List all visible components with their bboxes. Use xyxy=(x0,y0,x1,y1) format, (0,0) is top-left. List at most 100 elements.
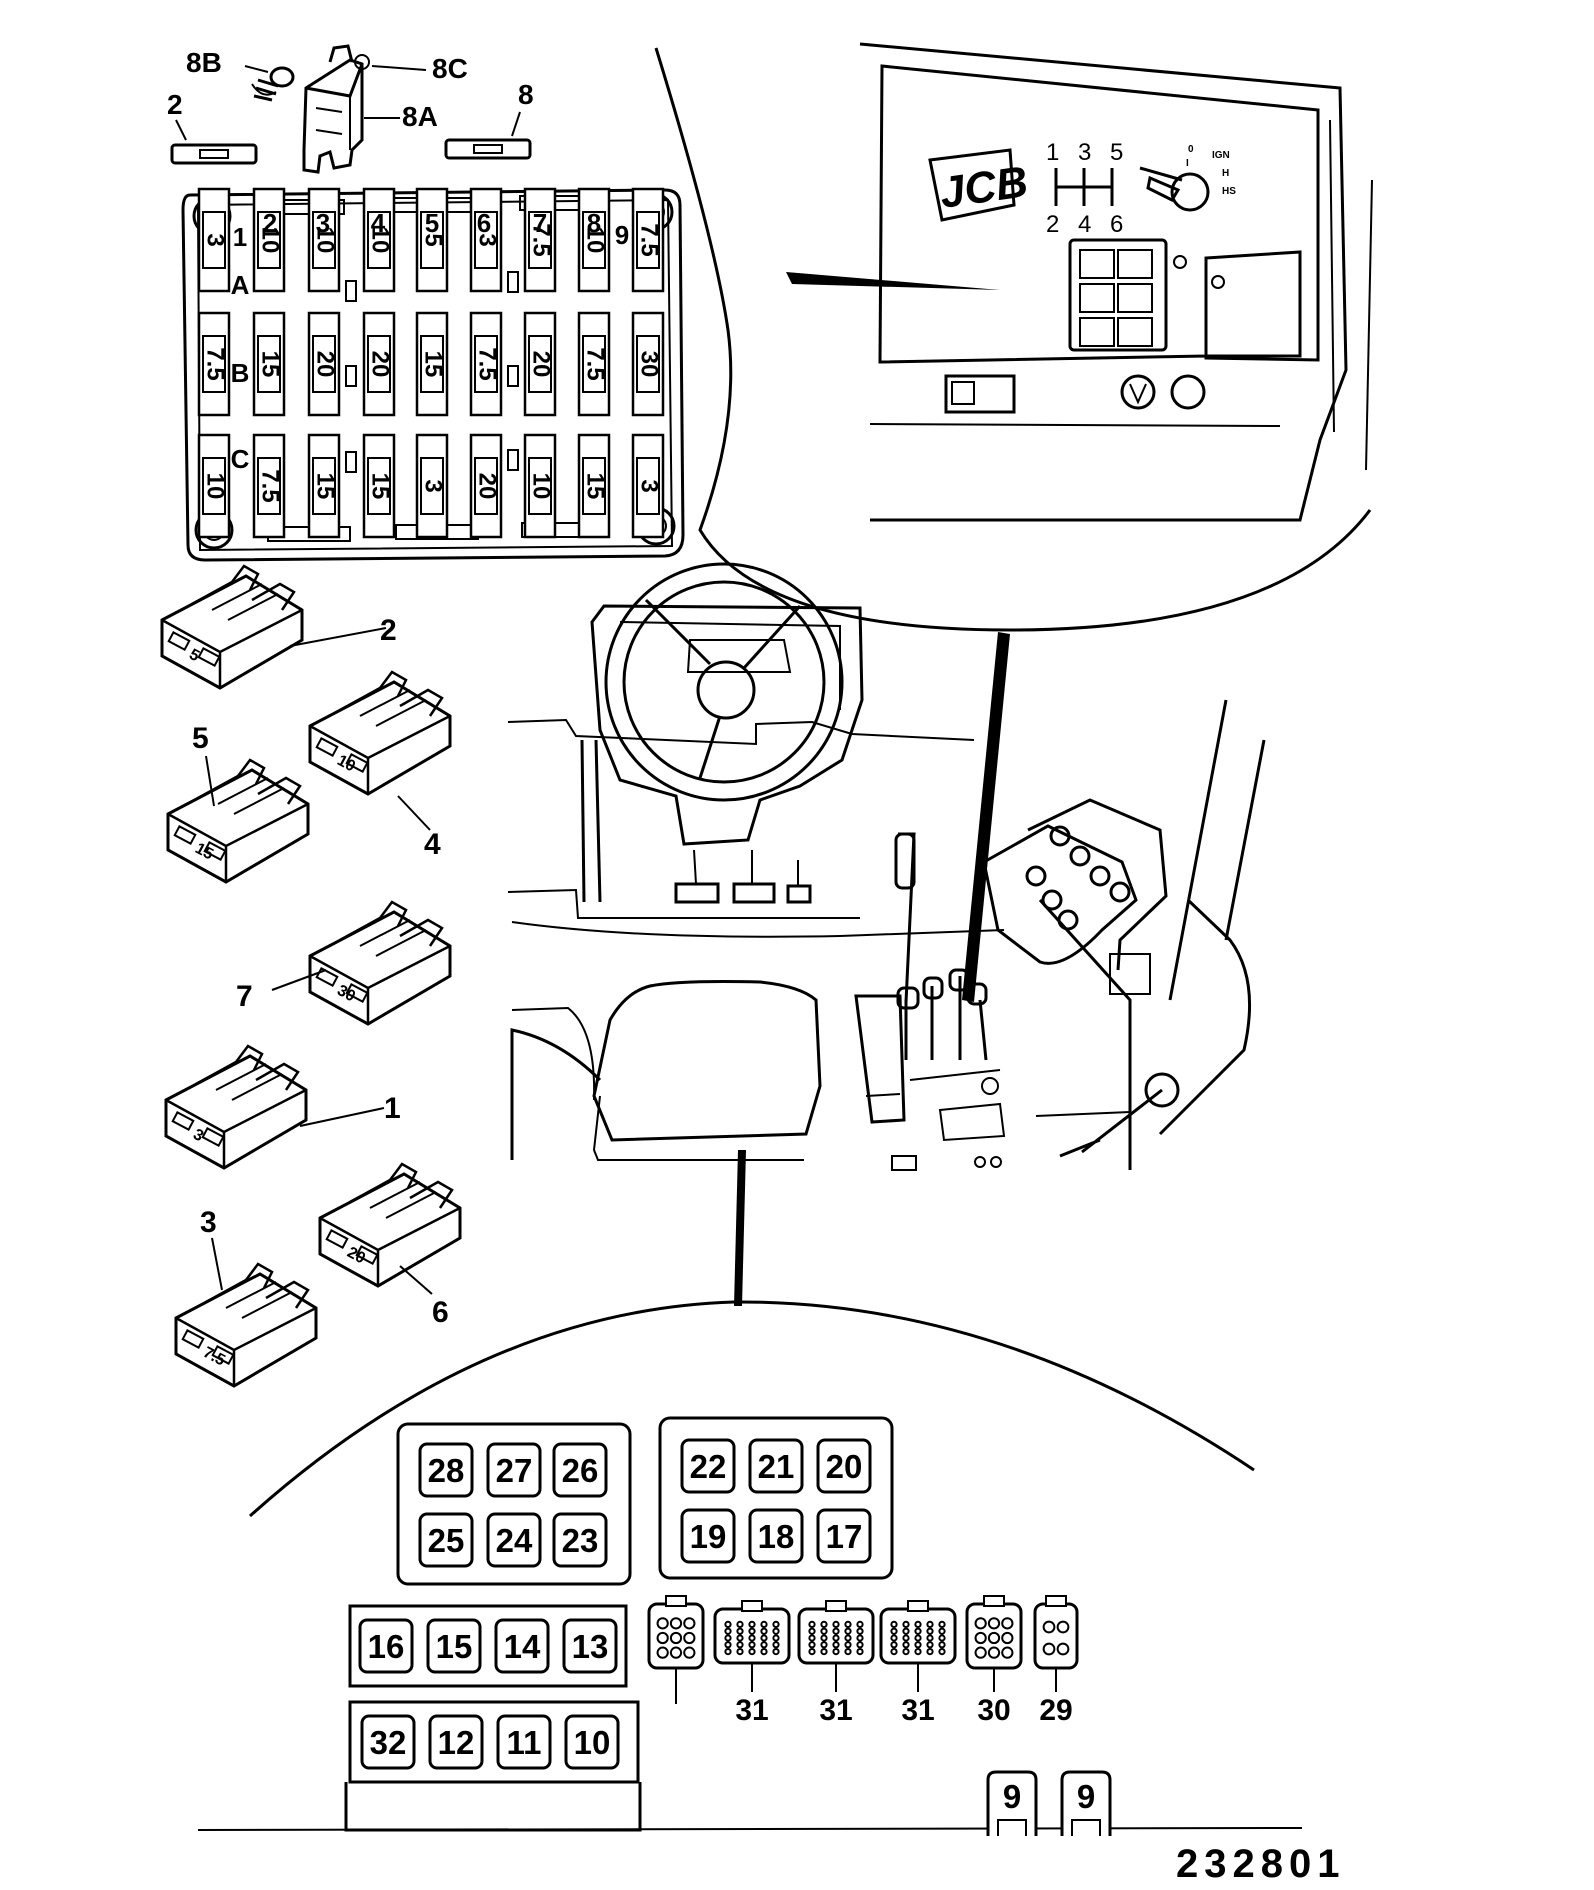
relay-box: 10 xyxy=(564,1714,620,1770)
fuse-slot: 30 xyxy=(631,311,665,417)
steering-wheel-icon xyxy=(604,562,844,802)
svg-text:9: 9 xyxy=(1077,1778,1095,1815)
gear-pattern-icon: 1 3 5 2 4 6 xyxy=(1046,139,1129,238)
fuse-slot: 3 xyxy=(469,187,503,293)
fuse-value: 10 xyxy=(528,473,555,500)
fuse-column-label: 2 xyxy=(263,208,277,238)
connector-label: 31 xyxy=(735,1694,768,1727)
fuse-row-label: A xyxy=(231,270,250,300)
fuse-callout-1: 1 xyxy=(384,1092,401,1125)
svg-text:11: 11 xyxy=(507,1724,542,1761)
fuse-column-label: 7 xyxy=(533,208,547,238)
relay-box: 15 xyxy=(426,1618,482,1674)
fuse-body-value: 15 xyxy=(192,840,216,863)
fuse-icon: 30 xyxy=(308,900,452,1026)
svg-text:1 3 5: 1 3 5 xyxy=(1046,139,1129,166)
relay-box: 19 xyxy=(680,1508,736,1564)
fuse-slot: 20 xyxy=(362,311,396,417)
fuse-value: 3 xyxy=(474,233,501,246)
fuse-column-label: 4 xyxy=(371,208,386,238)
fuse-column-label: 9 xyxy=(615,220,629,250)
relay-box: 32 xyxy=(360,1714,416,1770)
relay-box: 24 xyxy=(486,1512,542,1568)
cap-right-label: 8 xyxy=(518,79,534,110)
relay-box: 11 xyxy=(496,1714,552,1770)
fuse-body-value: 30 xyxy=(334,982,358,1005)
fuse-value: 10 xyxy=(582,227,609,254)
relay-box: 23 xyxy=(552,1512,608,1568)
svg-text:17: 17 xyxy=(826,1518,863,1555)
fuse-slot: 7.5 xyxy=(197,311,231,417)
fuse-slot: 20 xyxy=(307,311,341,417)
fuse-icon: 15 xyxy=(166,758,310,884)
fuse-value: 7.5 xyxy=(636,223,663,256)
fuse-body-value: 20 xyxy=(344,1244,368,1267)
right-console xyxy=(854,968,1006,1171)
svg-text:15: 15 xyxy=(436,1628,473,1665)
fuse-body-value: 10 xyxy=(334,752,358,775)
connector-icon: 31 xyxy=(879,1600,957,1727)
fuse-slot: 7.5 xyxy=(469,311,503,417)
fuse-value: 20 xyxy=(474,473,501,500)
fuse-icon: 20 xyxy=(318,1162,462,1288)
relay-box: 25 xyxy=(418,1512,474,1568)
svg-text:12: 12 xyxy=(438,1724,475,1761)
connector-label: 29 xyxy=(1039,1694,1072,1727)
fuse-row-labels: ABC xyxy=(231,270,250,474)
svg-text:I: I xyxy=(1186,158,1189,169)
svg-text:21: 21 xyxy=(758,1448,795,1485)
fuse-value: 20 xyxy=(367,351,394,378)
svg-text:IGN: IGN xyxy=(1212,150,1230,161)
fuse-value: 3 xyxy=(202,233,229,246)
fuse-value: 30 xyxy=(636,351,663,378)
relay-box: 20 xyxy=(816,1438,872,1494)
fuse-icon: 10 xyxy=(308,670,452,796)
fuse-value: 7.5 xyxy=(257,469,284,502)
dash-panel-detail: JCB 1 3 5 2 4 6 0 I IGN H HS xyxy=(654,42,1373,632)
fuse-column-label: 1 xyxy=(233,222,247,252)
fuse-icon: 7.5 xyxy=(174,1262,318,1388)
connector-icon: 31 xyxy=(797,1600,875,1727)
fuse-value: 15 xyxy=(257,351,284,378)
fuse-value: 10 xyxy=(312,227,339,254)
fuse-callout-3: 3 xyxy=(200,1206,217,1239)
connector-label: 31 xyxy=(819,1694,852,1727)
connector-label: 30 xyxy=(977,1694,1010,1727)
fuse-slot: 10 xyxy=(362,187,396,293)
connector-icon: 29 xyxy=(1033,1595,1079,1727)
relay-box: 26 xyxy=(552,1442,608,1498)
fuse-value: 15 xyxy=(420,351,447,378)
svg-text:H: H xyxy=(1222,168,1229,179)
svg-text:20: 20 xyxy=(826,1448,863,1485)
fuse-slot: 10 xyxy=(252,187,286,293)
fuse-value: 5 xyxy=(420,233,447,246)
svg-text:27: 27 xyxy=(496,1452,533,1489)
fuse-callout-6: 6 xyxy=(432,1296,449,1329)
fuse-slot: 20 xyxy=(523,311,557,417)
relay-unit-9: 9 xyxy=(986,1770,1038,1836)
fuse-value: 15 xyxy=(582,473,609,500)
fuse-slot: 10 xyxy=(577,187,611,293)
relay-box: 12 xyxy=(428,1714,484,1770)
fuse-slot: 15 xyxy=(415,311,449,417)
connector-icon: 31 xyxy=(713,1600,791,1727)
fuse-value: 7.5 xyxy=(202,347,229,380)
fuse-value: 10 xyxy=(367,227,394,254)
svg-text:25: 25 xyxy=(428,1522,465,1559)
jcb-logo: JCB xyxy=(928,148,1031,222)
figure-number: 232801 xyxy=(1176,1842,1346,1886)
relay-box: 13 xyxy=(562,1618,618,1674)
fuse-value: 10 xyxy=(257,227,284,254)
svg-text:14: 14 xyxy=(504,1628,541,1665)
fuse-value: 20 xyxy=(312,351,339,378)
svg-text:32: 32 xyxy=(370,1724,407,1761)
svg-text:0: 0 xyxy=(1188,144,1194,155)
svg-text:18: 18 xyxy=(758,1518,795,1555)
fuse-callout-7: 7 xyxy=(236,980,253,1013)
fuse-value: 20 xyxy=(528,351,555,378)
relay-box: 28 xyxy=(418,1442,474,1498)
screw-icon xyxy=(251,66,295,102)
